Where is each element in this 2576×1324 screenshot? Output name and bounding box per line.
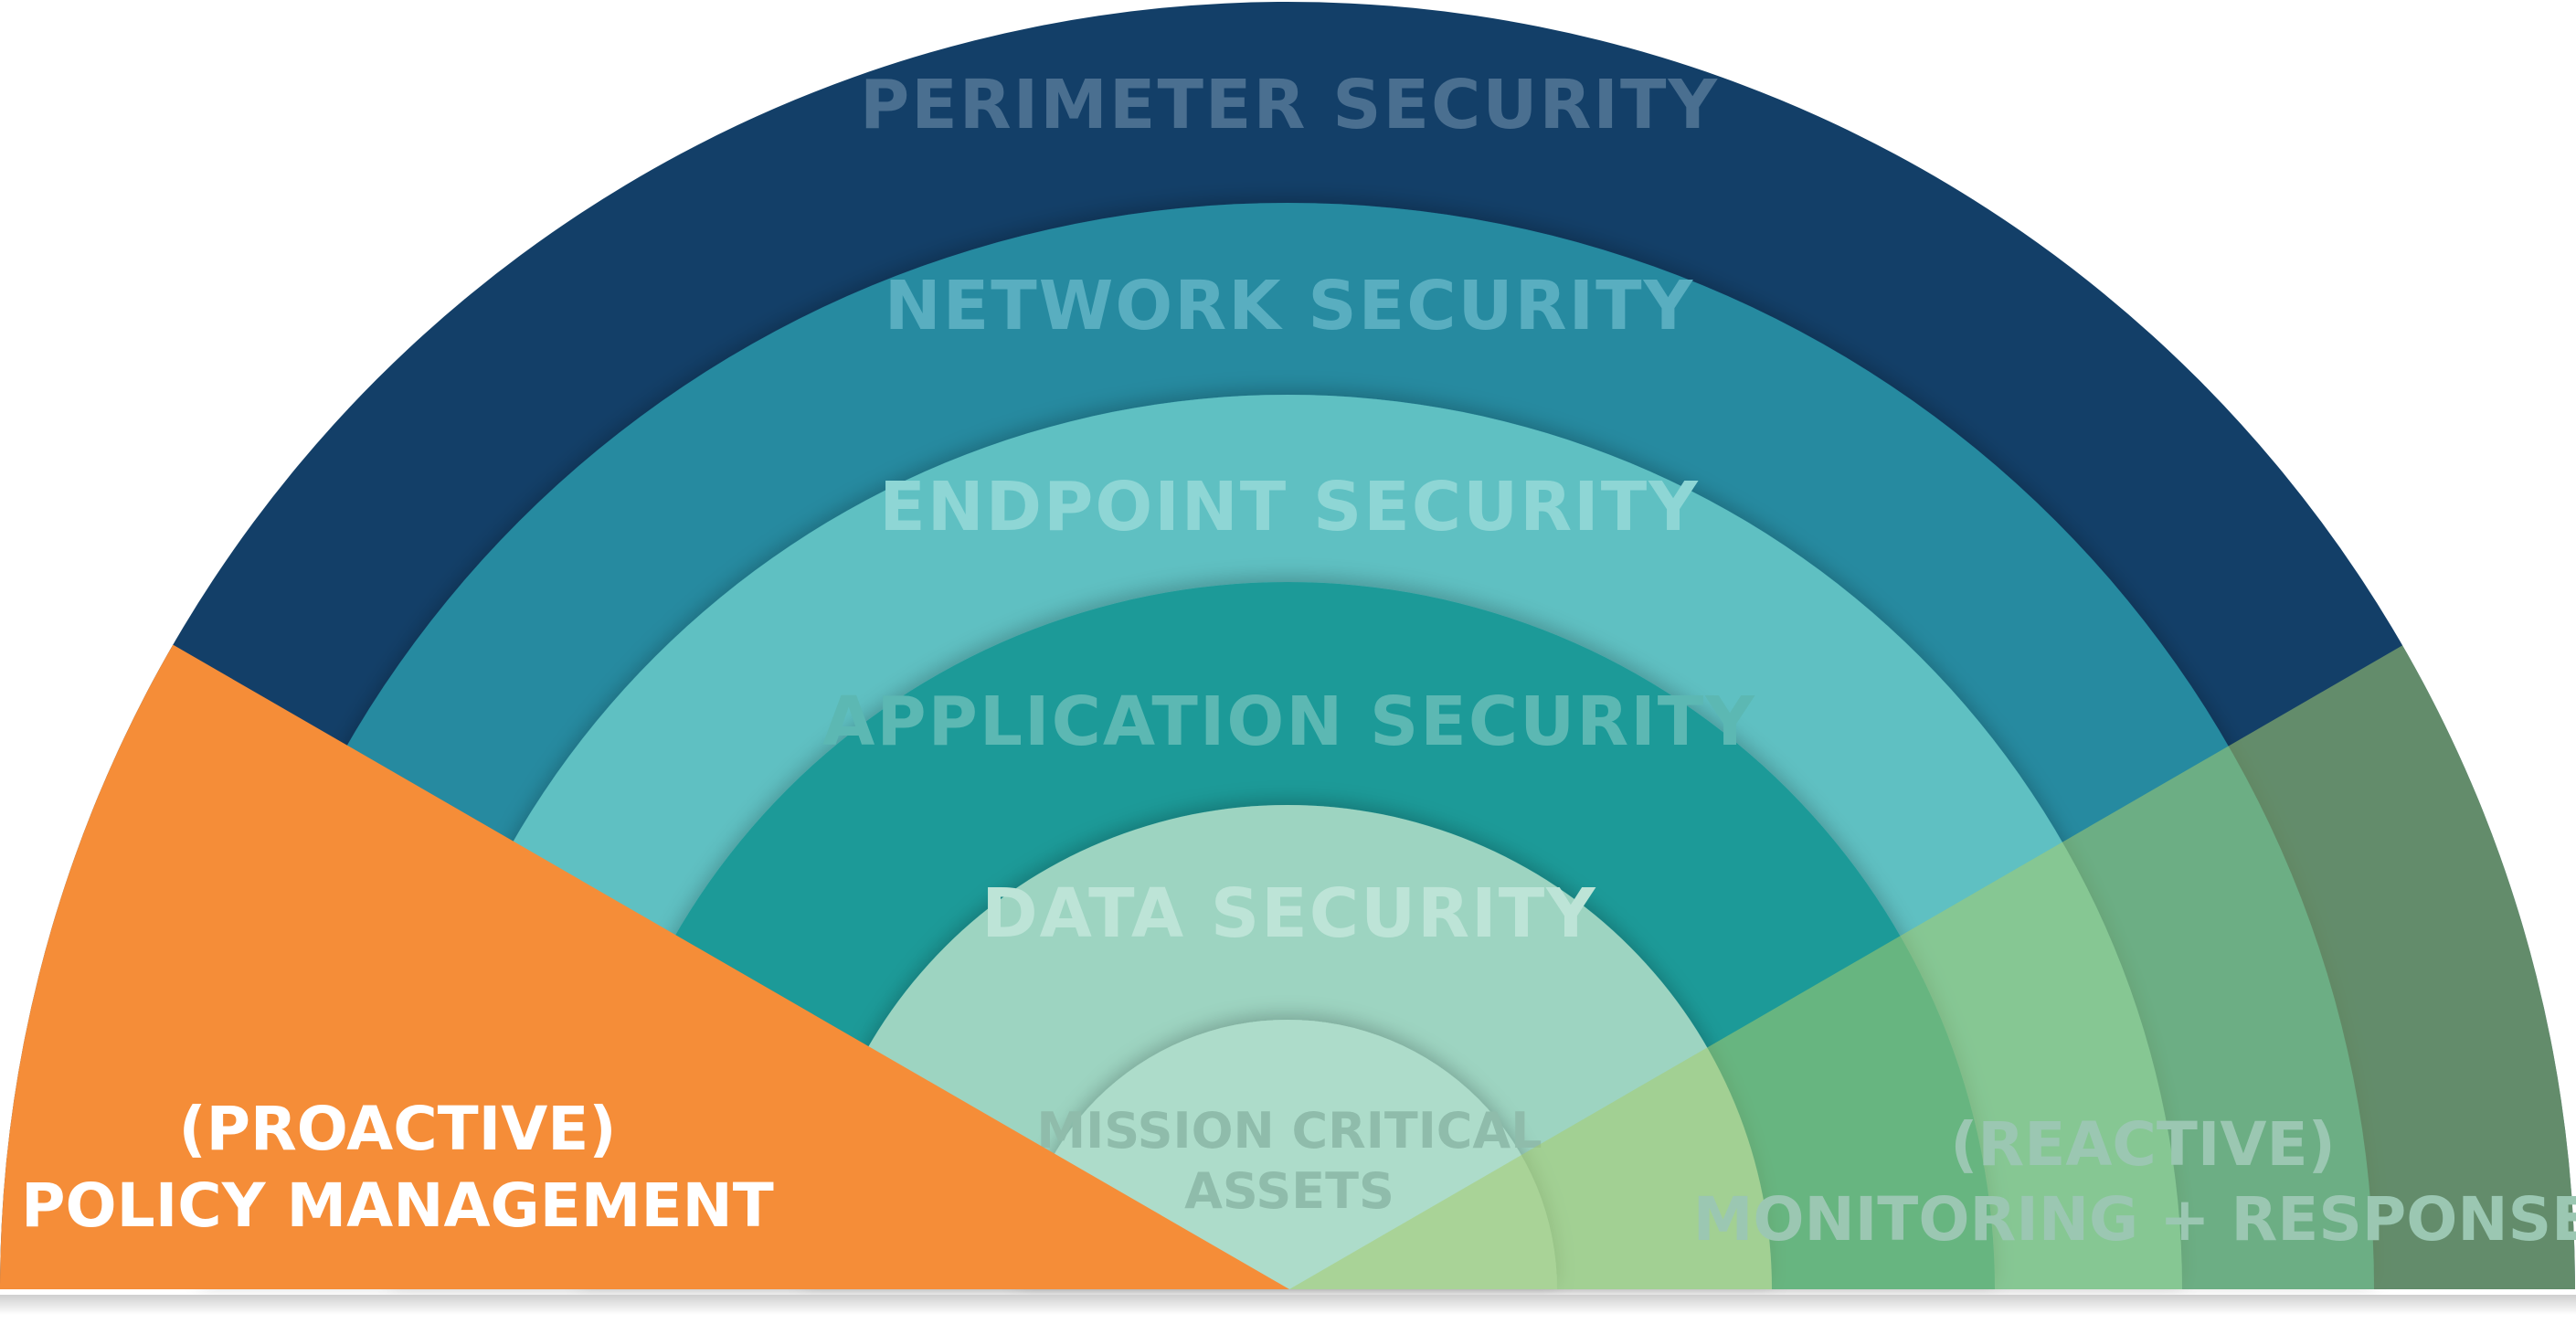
label-reactive: (REACTIVE) (1950, 1109, 2336, 1180)
label-proactive: (PROACTIVE) (178, 1094, 616, 1164)
baseline-shadow (0, 1295, 2576, 1315)
label-network-security: NETWORK SECURITY (885, 267, 1694, 345)
label-data-security: DATA SECURITY (981, 874, 1597, 953)
label-monitoring-response: MONITORING + RESPONSE (1693, 1184, 2576, 1255)
reactive-wedge (1289, 640, 2575, 1289)
proactive-wedge (0, 645, 1289, 1289)
label-endpoint-security: ENDPOINT SECURITY (879, 468, 1700, 546)
label-mission-critical: MISSION CRITICAL (1036, 1102, 1542, 1160)
ring-labels: PERIMETER SECURITY NETWORK SECURITY ENDP… (822, 66, 1756, 1220)
reactive-wedge-group (1289, 640, 2575, 1289)
proactive-wedge-group (0, 645, 1289, 1289)
proactive-labels: (PROACTIVE) POLICY MANAGEMENT (21, 1094, 774, 1241)
label-application-security: APPLICATION SECURITY (822, 683, 1756, 761)
label-perimeter-security: PERIMETER SECURITY (860, 66, 1719, 144)
reactive-labels: (REACTIVE) MONITORING + RESPONSE (1693, 1109, 2576, 1255)
label-assets: ASSETS (1184, 1162, 1394, 1220)
label-policy-management: POLICY MANAGEMENT (21, 1170, 774, 1241)
